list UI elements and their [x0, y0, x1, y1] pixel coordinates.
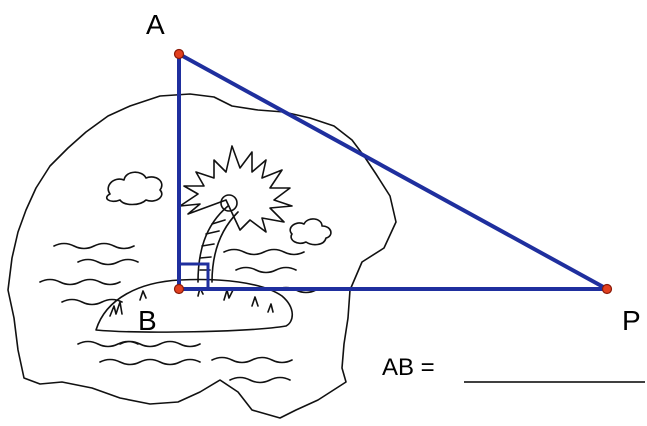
cloud-icon [105, 171, 163, 206]
right-angle-marker [177, 262, 210, 291]
palm-tree-icon [179, 145, 293, 233]
answer-label: AB = [382, 354, 435, 381]
vertex-p [601, 283, 613, 295]
vertex-a [173, 48, 185, 60]
sketch-border [7, 93, 397, 419]
point-label-b: B [138, 305, 157, 336]
point-label-p: P [622, 305, 641, 336]
coconut-icon [220, 194, 238, 212]
island-mound [95, 278, 294, 333]
right-triangle [173, 48, 613, 295]
palm-trunk [197, 205, 239, 283]
cloud-icon [289, 218, 332, 246]
segment-ap [178, 52, 608, 291]
grass-icon [109, 287, 274, 317]
point-label-a: A [146, 9, 165, 40]
vertex-b [173, 283, 185, 295]
